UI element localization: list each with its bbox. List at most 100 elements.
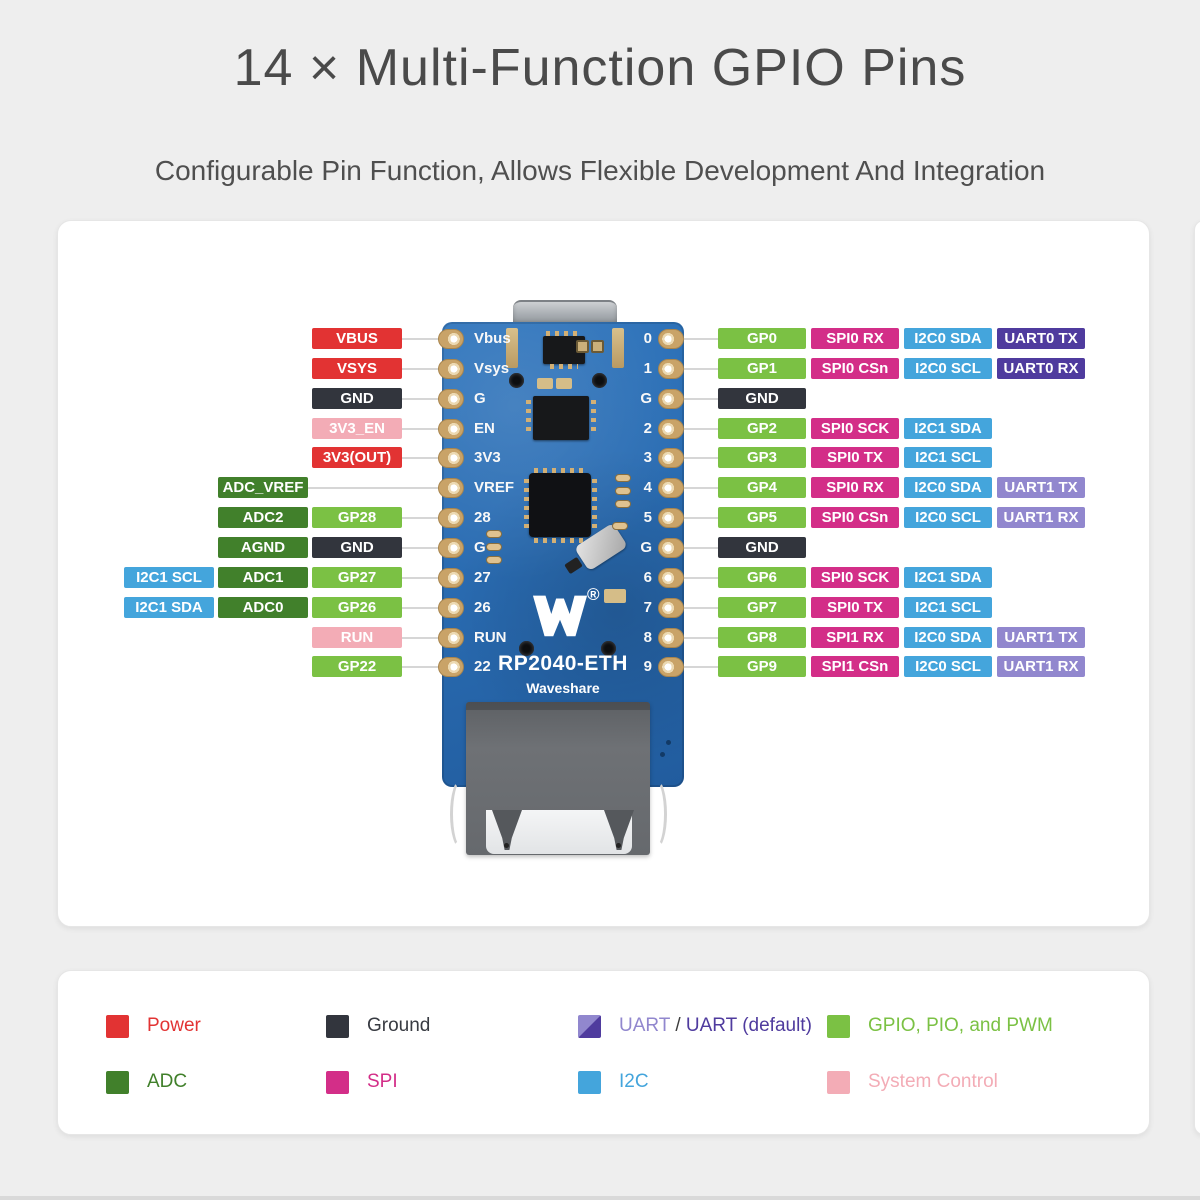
connector-line <box>402 607 447 609</box>
legend-label: GPIO, PIO, and PWM <box>868 1015 1053 1036</box>
pin-function-label: GP6 <box>718 567 806 588</box>
board-pin-number: G <box>640 390 652 407</box>
pin-function-label: UART1 TX <box>997 627 1085 648</box>
chip-pins <box>550 364 578 369</box>
connector-line <box>677 547 718 549</box>
castellated-pad <box>438 568 464 588</box>
connector-line <box>677 666 718 668</box>
capacitor <box>506 328 518 368</box>
pin-function-label: SPI0 CSn <box>811 507 899 528</box>
board-pin-number: 2 <box>643 420 652 437</box>
board-pin-number: 28 <box>474 509 491 526</box>
legend-label: Ground <box>367 1015 431 1036</box>
pin-function-label: GP3 <box>718 447 806 468</box>
pin-label-row: ADC_VREF <box>218 477 308 498</box>
rp2040-chip <box>529 473 591 537</box>
pin-function-label: GND <box>312 537 402 558</box>
pin-function-label: I2C0 SCL <box>904 656 992 677</box>
board-pin-number: RUN <box>474 629 507 646</box>
legend-item: I2C <box>578 1070 649 1094</box>
castellated-pad <box>658 478 684 498</box>
connector-line <box>677 368 718 370</box>
ethernet-shield-clip <box>645 779 667 849</box>
castellated-pad <box>438 508 464 528</box>
board-pin-number: 7 <box>643 599 652 616</box>
next-card-edge <box>1194 220 1200 1135</box>
legend-item: System Control <box>827 1070 998 1094</box>
legend-item: GPIO, PIO, and PWM <box>827 1014 1053 1038</box>
pin-function-label: SPI1 RX <box>811 627 899 648</box>
pin-function-label: AGND <box>218 537 308 558</box>
connector-line <box>677 637 718 639</box>
board-pin-number: 8 <box>643 629 652 646</box>
board-pin-number: VREF <box>474 479 515 496</box>
connector-line <box>402 547 447 549</box>
test-pad <box>486 530 502 538</box>
bottom-edge-band <box>0 1196 1200 1200</box>
board-pin-number: 3V3 <box>474 449 501 466</box>
board-pin-number: 0 <box>643 330 652 347</box>
pin-label-row: 3V3_EN <box>312 418 402 439</box>
pin-label-row: 3V3(OUT) <box>312 447 402 468</box>
board-pin-number: Vbus <box>474 330 511 347</box>
legend-swatch <box>326 1014 349 1038</box>
pin-function-label: I2C0 SCL <box>904 507 992 528</box>
board-pin-number: 26 <box>474 599 491 616</box>
legend-label: System Control <box>868 1071 998 1092</box>
waveshare-logo <box>532 595 588 637</box>
pin-function-label: I2C1 SCL <box>124 567 214 588</box>
castellated-pad <box>658 419 684 439</box>
castellated-pad <box>658 628 684 648</box>
pin-function-label: VBUS <box>312 328 402 349</box>
pin-label-row: VSYS <box>312 358 402 379</box>
legend-swatch <box>106 1014 129 1038</box>
pin-function-label: GP28 <box>312 507 402 528</box>
board-pin-number: G <box>474 390 486 407</box>
test-pad <box>486 543 502 551</box>
test-pad <box>615 500 631 508</box>
board-brand-text: Waveshare <box>526 680 600 696</box>
chip-pins <box>534 468 586 473</box>
capacitor <box>591 340 604 353</box>
pin-function-label: VSYS <box>312 358 402 379</box>
connector-line <box>677 428 718 430</box>
chip-pins <box>591 400 596 436</box>
pin-label-row: GND <box>312 388 402 409</box>
chip-pins <box>534 538 586 543</box>
pin-function-label: GP2 <box>718 418 806 439</box>
pin-function-label: SPI0 TX <box>811 597 899 618</box>
pin-function-label: GP22 <box>312 656 402 677</box>
connector-line <box>402 368 447 370</box>
castellated-pad <box>438 389 464 409</box>
pin-function-label: ADC1 <box>218 567 308 588</box>
via <box>666 740 671 745</box>
castellated-pad <box>658 568 684 588</box>
pin-function-label: I2C0 SDA <box>904 627 992 648</box>
legend-item: Ground <box>326 1014 430 1038</box>
pin-function-label: SPI0 CSn <box>811 358 899 379</box>
connector-line <box>308 487 447 489</box>
pin-function-label: 3V3(OUT) <box>312 447 402 468</box>
connector-line <box>677 607 718 609</box>
pin-function-label: GP4 <box>718 477 806 498</box>
pin-function-label: GP8 <box>718 627 806 648</box>
castellated-pad <box>438 359 464 379</box>
castellated-pad <box>438 419 464 439</box>
capacitor <box>604 589 626 603</box>
castellated-pad <box>658 538 684 558</box>
pin-function-label: UART0 TX <box>997 328 1085 349</box>
legend-label: Power <box>147 1015 201 1036</box>
castellated-pad <box>438 478 464 498</box>
board-pin-number: 22 <box>474 658 491 675</box>
castellated-pad <box>658 598 684 618</box>
board-pin-number: 27 <box>474 569 491 586</box>
castellated-pad <box>438 538 464 558</box>
prong-tip <box>504 843 509 848</box>
chip-pins <box>524 479 529 531</box>
